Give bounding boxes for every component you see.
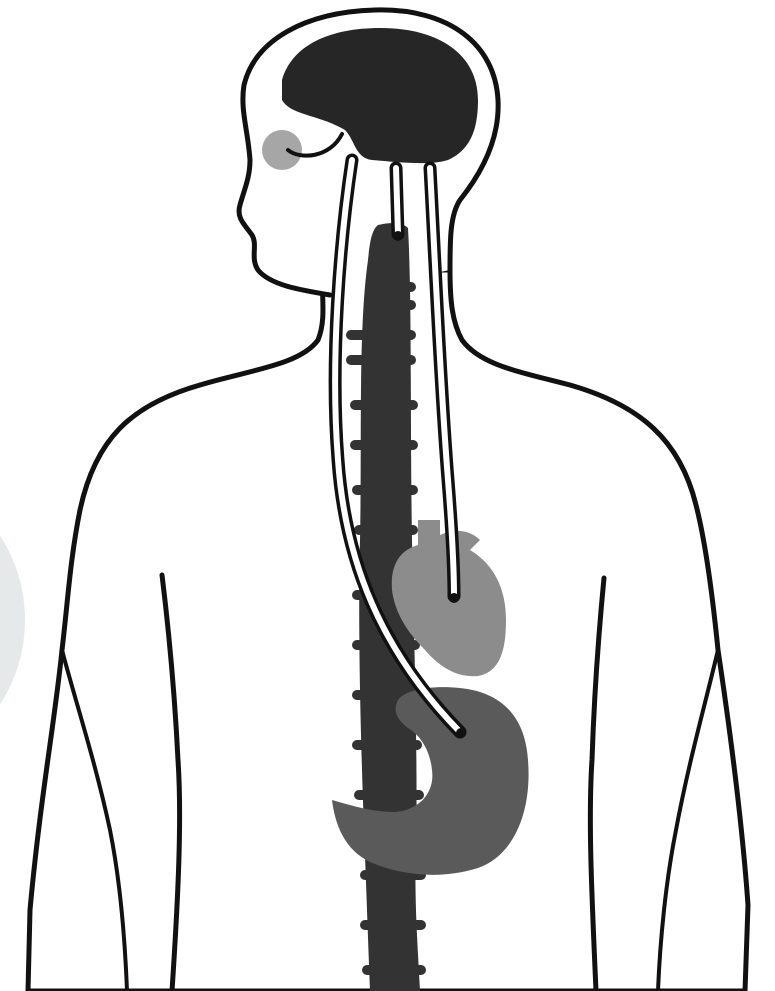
stomach-nerve-end — [456, 728, 466, 738]
eye-ring — [262, 130, 302, 170]
backdrop-circle — [0, 465, 25, 775]
heart-nerve-end — [449, 593, 459, 603]
spine-nerve-end — [393, 231, 403, 241]
nerve-to-spine — [396, 168, 398, 234]
